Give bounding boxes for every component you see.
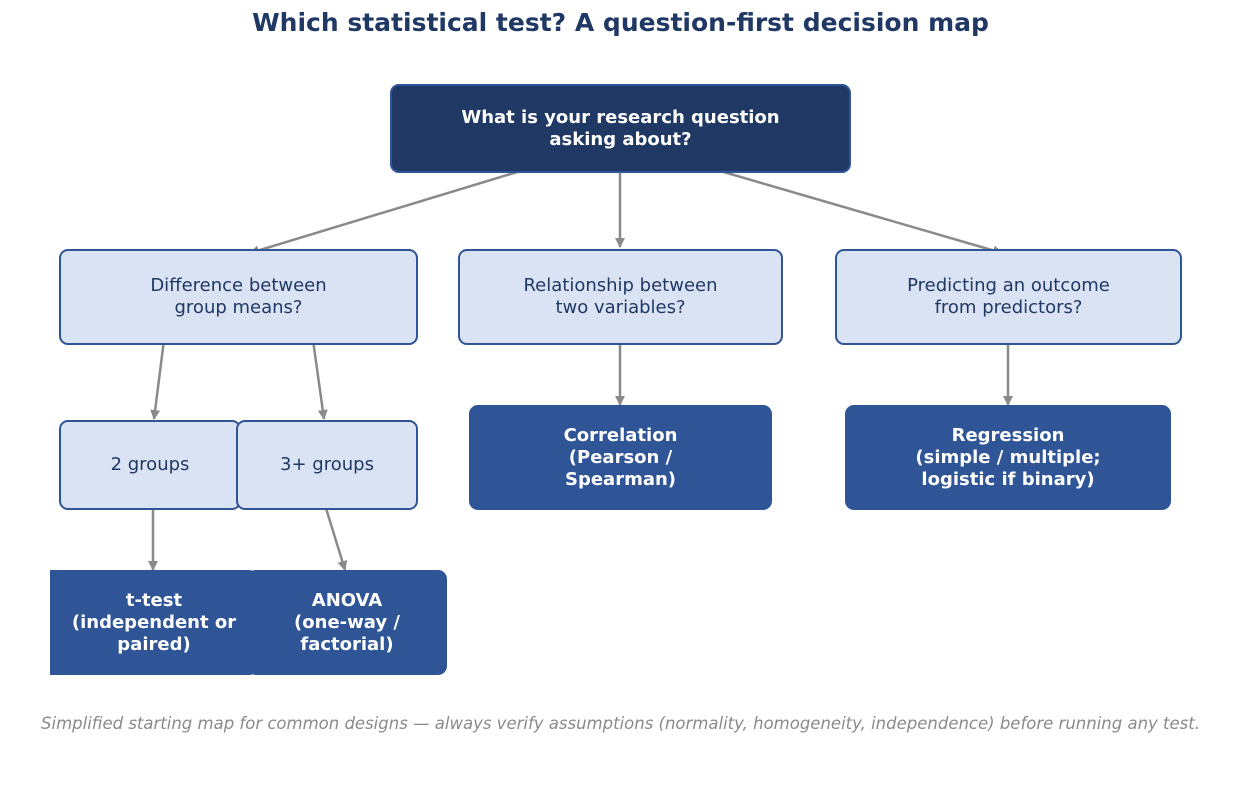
node-correlation: Correlation (Pearson / Spearman) bbox=[469, 405, 772, 510]
edge-difference-to-three-groups bbox=[311, 339, 328, 420]
node-research-question: What is your research question asking ab… bbox=[390, 84, 851, 173]
node-relationship-two-variables: Relationship between two variables? bbox=[458, 249, 783, 345]
node-difference-between-means: Difference between group means? bbox=[59, 249, 418, 345]
node-regression: Regression (simple / multiple; logistic … bbox=[845, 405, 1171, 510]
node-three-plus-groups: 3+ groups bbox=[236, 420, 418, 510]
node-t-test: t-test (independent or paired) bbox=[50, 570, 258, 675]
diagram-title: Which statistical test? A question-first… bbox=[252, 8, 989, 37]
node-two-groups: 2 groups bbox=[59, 420, 241, 510]
edge-root-to-predicting bbox=[702, 164, 1003, 256]
footnote-text: Simplified starting map for common desig… bbox=[41, 714, 1200, 733]
edge-three-groups-to-anova bbox=[323, 504, 348, 571]
edge-difference-to-two-groups bbox=[150, 339, 166, 420]
node-anova: ANOVA (one-way / factorial) bbox=[247, 570, 447, 675]
edge-root-to-difference bbox=[249, 164, 538, 256]
node-predicting-outcome: Predicting an outcome from predictors? bbox=[835, 249, 1182, 345]
